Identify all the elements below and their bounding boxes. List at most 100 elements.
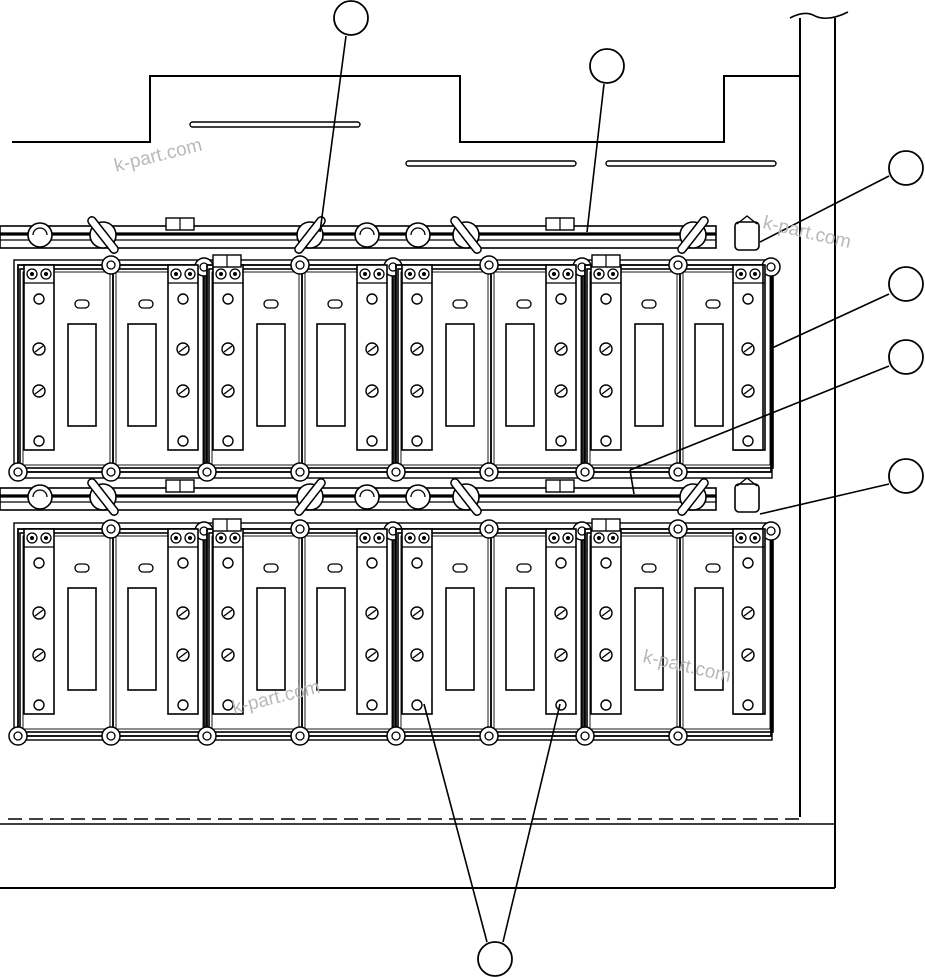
strap-hole [366, 293, 378, 305]
vent-cap [641, 299, 657, 309]
leader-line [586, 83, 605, 233]
wing-nut-blade [294, 216, 326, 254]
screw-slot [743, 609, 753, 617]
terminal-nut-center [174, 272, 178, 276]
callout [319, 0, 369, 233]
callout-balloon [589, 48, 625, 84]
strap-hole [600, 699, 612, 711]
strap-hole [222, 435, 234, 447]
screw-slot [743, 651, 753, 659]
enclosure-top-profile [12, 75, 800, 143]
battery-cell [490, 532, 585, 733]
cell-outline [679, 532, 774, 733]
wing-nut-blade [87, 478, 119, 516]
screw-slot [34, 651, 44, 659]
strap-hole [177, 435, 189, 447]
strap-body [545, 528, 577, 715]
terminal-nut-center [30, 272, 34, 276]
battery-row-lower [8, 519, 781, 746]
cell-outline [112, 268, 207, 469]
mounting-hole [391, 731, 401, 741]
screw-slot [223, 651, 233, 659]
screw-slot [34, 609, 44, 617]
screw-slot [223, 609, 233, 617]
terminal-nut-center [422, 536, 426, 540]
terminal-nut-center [611, 536, 615, 540]
battery-cell [301, 532, 396, 733]
mounting-hole [673, 467, 683, 477]
battery-block [197, 519, 403, 746]
terminal-nut-center [739, 536, 743, 540]
mounting-hole [202, 731, 212, 741]
slot [405, 160, 577, 167]
cell-window [67, 587, 97, 691]
screw-slot [178, 387, 188, 395]
callout-balloon [333, 0, 369, 36]
strap-body [401, 264, 433, 451]
callout-balloon [888, 266, 924, 302]
mounting-hole [673, 524, 683, 534]
cell-outline [112, 532, 207, 733]
terminal-nut-center [30, 536, 34, 540]
slot [189, 121, 361, 128]
connector-strap [23, 264, 55, 451]
mounting-hole [106, 731, 116, 741]
screw-slot [412, 651, 422, 659]
vent-cap [516, 299, 532, 309]
strap-body [356, 264, 388, 451]
connector-strap [167, 528, 199, 715]
strap-hole [411, 293, 423, 305]
wing-nut-blade [87, 216, 119, 254]
screw-slot [601, 387, 611, 395]
strap-hole [555, 557, 567, 569]
round-vent-fitting [405, 222, 431, 248]
strap-hole [555, 435, 567, 447]
strap-hole [33, 293, 45, 305]
cell-inner-outline [211, 535, 300, 730]
strap-hole [742, 293, 754, 305]
screw-slot [178, 651, 188, 659]
leader-line [319, 35, 347, 233]
callout [759, 150, 924, 243]
mounting-hole [766, 262, 776, 272]
strap-hole [600, 557, 612, 569]
rail-fittings [27, 215, 760, 268]
connector-strap [545, 528, 577, 715]
screw-slot [412, 345, 422, 353]
battery-cell [208, 268, 303, 469]
cell-inner-outline [115, 535, 204, 730]
connector-strap [356, 264, 388, 451]
mounting-hole [766, 526, 776, 536]
terminal-nut-center [233, 536, 237, 540]
vent-cap [74, 299, 90, 309]
strap-hole [33, 557, 45, 569]
terminal-nut-center [188, 272, 192, 276]
screw-slot [601, 345, 611, 353]
leader-line [502, 703, 561, 943]
cell-outline [490, 532, 585, 733]
strap-hole [600, 435, 612, 447]
cell-inner-outline [493, 271, 582, 466]
cell-window [505, 323, 535, 427]
strap-hole [33, 435, 45, 447]
strap-body [732, 528, 764, 715]
mounting-hole [13, 467, 23, 477]
strap-hole [742, 699, 754, 711]
battery-cell [679, 268, 774, 469]
mounting-hole [484, 467, 494, 477]
terminal-nut-center [566, 272, 570, 276]
leader-line [629, 365, 890, 471]
end-terminal-post [734, 221, 760, 251]
vent-cap [263, 563, 279, 573]
vent-cap [516, 563, 532, 573]
cell-inner-outline [304, 271, 393, 466]
mounting-hole [580, 467, 590, 477]
strap-body [23, 528, 55, 715]
battery-block [197, 255, 403, 482]
cell-window [127, 587, 157, 691]
end-terminal-cap [736, 477, 758, 487]
cell-inner-outline [22, 535, 111, 730]
battery-cell [112, 268, 207, 469]
vent-cap [138, 299, 154, 309]
cell-inner-outline [400, 271, 489, 466]
